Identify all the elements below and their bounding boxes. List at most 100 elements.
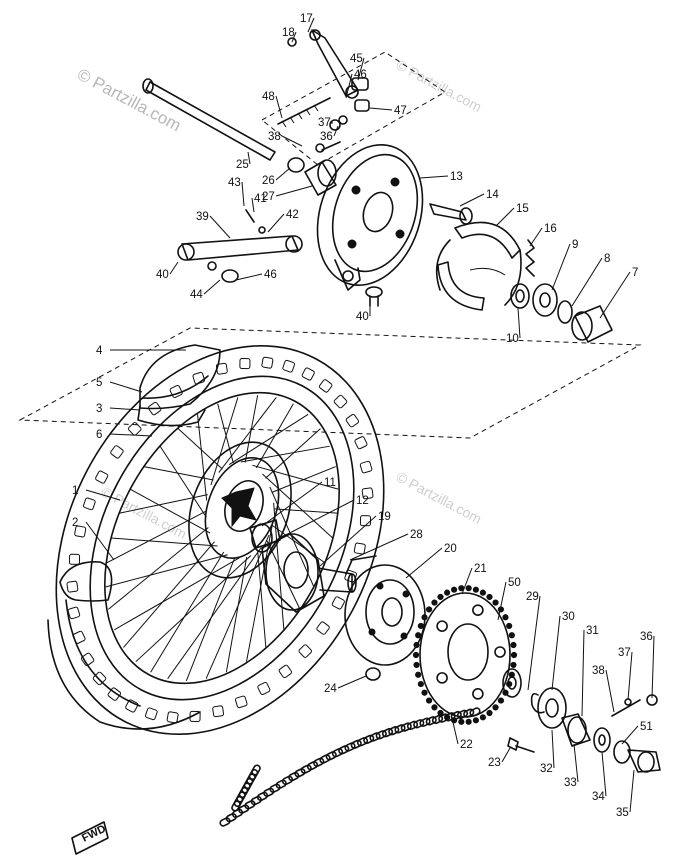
callout-51: 51 [640,721,653,733]
rear-tire [55,344,385,736]
leader-line-36 [333,125,339,137]
spoke [159,445,207,518]
watermark-faint-2: © Partzilla.com [394,469,485,527]
callout-37: 37 [618,647,631,659]
leader-line-32 [551,729,555,769]
spoke [244,395,259,463]
spoke [273,508,338,514]
sprocket-tooth [421,689,428,696]
chain-link [331,748,344,758]
leader-line-46 [345,73,353,99]
tread-block [301,367,315,381]
sprocket-hole [494,646,506,658]
callout-42: 42 [286,209,299,221]
leader-line-38 [281,135,303,147]
callout-4: 4 [96,345,103,357]
callout-26: 26 [262,175,275,187]
tread-block [359,515,372,527]
spoke [111,537,218,547]
callout-3: 3 [96,403,102,415]
callout-36: 36 [320,131,333,143]
callout-27: 27 [262,191,275,203]
sprocket-hub [344,564,426,666]
tread-block [318,379,333,393]
chain-link [456,709,469,720]
sprocket-tooth [492,704,499,711]
tread-block [95,470,109,484]
spoke [177,428,223,470]
tread-block [80,652,95,667]
callout-9: 9 [572,239,578,251]
spoke [265,428,321,479]
callout-6: 6 [96,429,102,441]
sprocket-tooth [486,593,493,601]
chain-link [344,742,356,752]
leader-line-45 [357,57,365,81]
spoke [273,502,285,630]
leader-line-10 [517,307,521,339]
chain-link [238,804,250,814]
chain-link [263,787,275,797]
mid-dashed-group [18,327,642,439]
spoke [271,524,326,564]
forward-marker: FWD [71,821,109,855]
leader-line-36 [651,635,655,699]
callout-22: 22 [460,739,473,751]
callout-25: 25 [236,159,249,171]
sprocket-tooth [431,599,438,606]
spoke [167,547,262,679]
sprocket-tooth [510,661,517,669]
spoke [197,414,208,501]
rear-sprocket [412,585,518,725]
callout-11: 11 [324,477,336,489]
sprocket-tooth [450,586,458,593]
callout-41: 41 [254,193,267,205]
chain-link [288,771,300,782]
cotter-pin-set [611,694,658,717]
leader-line-48 [275,95,283,119]
spoke [105,554,228,588]
tread-block [333,394,348,409]
leader-line-19 [319,515,377,567]
callout-20: 20 [444,543,457,555]
tread-block [239,357,251,370]
sprocket-bearing [502,668,522,698]
callout-30: 30 [562,611,575,623]
tread-block [145,707,158,721]
chain-link [381,728,394,738]
spacer-stack-upper [315,115,348,153]
leader-line-7 [599,271,631,319]
tread-block [212,705,225,718]
sprocket-tooth [415,671,422,678]
leader-line-6 [109,433,153,437]
spoke [262,473,334,539]
tread-block [353,542,366,555]
callout-14: 14 [486,189,499,201]
chain-link [463,708,475,718]
sprocket-tooth [412,651,420,659]
tread-block [192,371,205,385]
sprocket-tooth [497,697,505,704]
tread-block [345,413,360,428]
chain-link [256,791,269,802]
spoke [228,413,309,465]
tread-block [331,596,345,610]
chain-link [413,719,425,729]
chain-link [438,713,450,723]
leader-line-51 [621,725,639,745]
callout-50: 50 [508,577,521,589]
chain-link [251,764,261,776]
axle-spacers-right [510,283,613,343]
spoke [217,403,234,464]
leader-line-30 [551,615,561,691]
tread-block [359,460,373,474]
callout-21: 21 [474,563,487,575]
leader-line-50 [497,581,507,621]
callout-13: 13 [450,171,463,183]
spoke [218,397,277,473]
sprocket-tooth [415,632,422,639]
sprocket-tooth [510,641,517,649]
chain-link [269,783,281,793]
